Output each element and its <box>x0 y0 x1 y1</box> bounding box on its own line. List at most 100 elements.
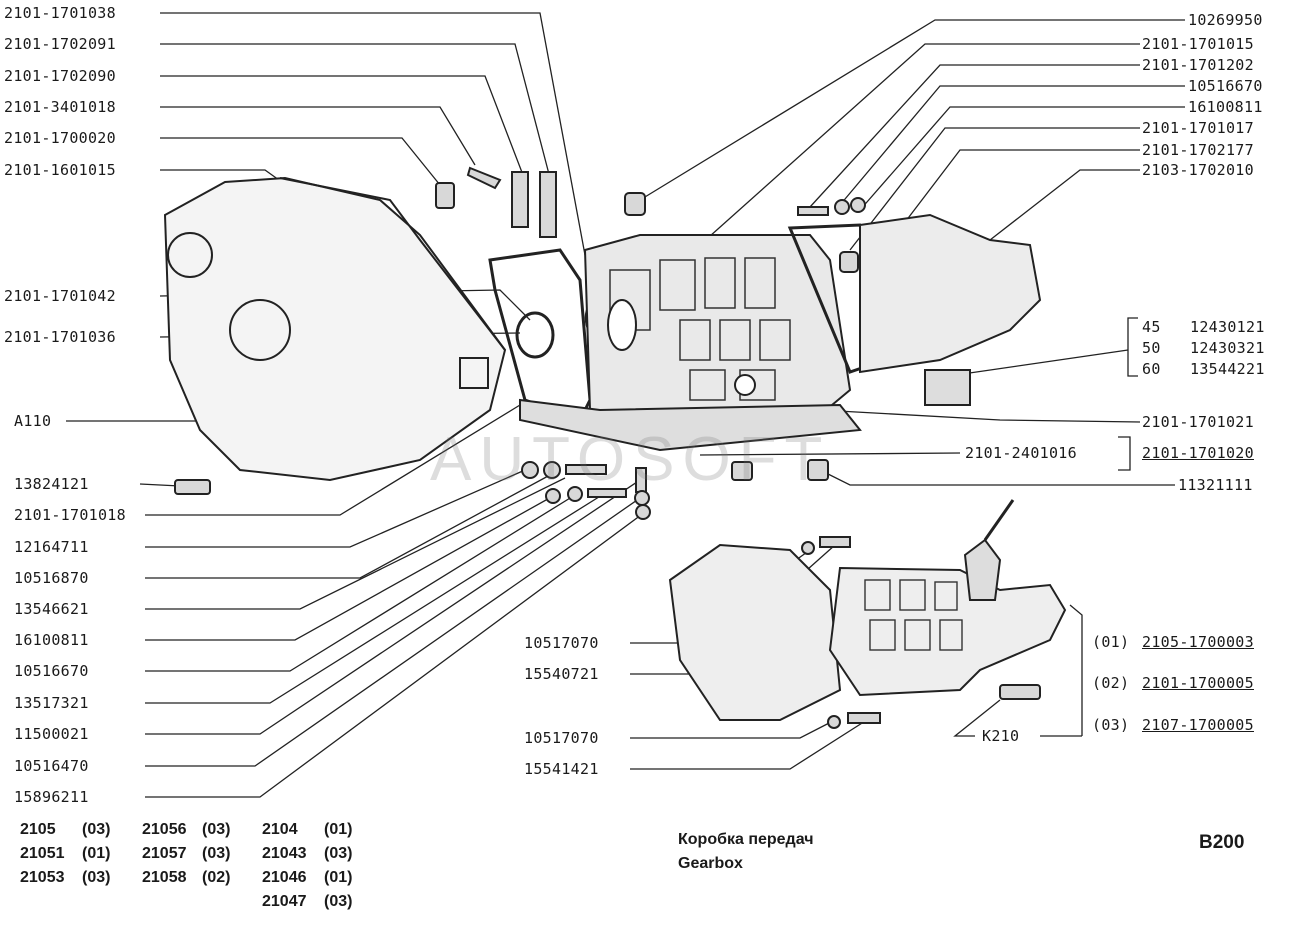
ratio-label: 45 <box>1142 318 1161 336</box>
label-left: 15896211 <box>14 788 89 806</box>
title-ru: Коробка передач <box>678 831 814 848</box>
variant-part: 2107-1700005 <box>1142 716 1254 734</box>
stud-icon <box>797 206 829 216</box>
label-left: 2101-1701036 <box>4 328 116 346</box>
model-code: 21057 <box>142 845 187 862</box>
variant-ref: (02) <box>202 869 231 886</box>
label-left: 13517321 <box>14 694 89 712</box>
leader-line <box>809 64 1140 208</box>
bottom-cover <box>519 398 862 452</box>
label-left: 13824121 <box>14 475 89 493</box>
washer-icon <box>543 461 561 479</box>
variant-ref: (03) <box>202 821 231 838</box>
model-code: 21051 <box>20 845 65 862</box>
label-right: 2101-1701015 <box>1142 35 1254 53</box>
leader-line <box>145 474 551 579</box>
label-left: A110 <box>14 412 52 430</box>
label-small-view: 15541421 <box>524 760 599 778</box>
label-left: 10516870 <box>14 569 89 587</box>
diagram-title: Коробка передач Gearbox <box>678 828 814 876</box>
variant-ref: (01) <box>324 869 353 886</box>
sheet-code: B200 <box>1199 832 1245 853</box>
seal-ring <box>515 311 555 359</box>
bracket <box>1118 436 1131 471</box>
leader-line <box>145 477 566 610</box>
bracket <box>1127 317 1138 377</box>
ratio-part: 12430321 <box>1190 339 1265 357</box>
nut-icon <box>545 488 561 504</box>
bracket-plate-icon <box>511 171 529 228</box>
model-code: 2105 <box>20 821 56 838</box>
label-left: 2101-1601015 <box>4 161 116 179</box>
leader-line <box>160 106 476 166</box>
variant-code: (02) <box>1092 674 1130 692</box>
gasket-front <box>488 248 592 422</box>
label-left: 13546621 <box>14 600 89 618</box>
variant-ref: (03) <box>82 869 111 886</box>
model-code: 21043 <box>262 845 307 862</box>
plug-icon <box>624 192 646 216</box>
applicability-col-2: 21056 (03) 21057 (03) 21058 (02) <box>142 818 230 890</box>
washer-icon <box>567 486 583 502</box>
label-left: 11500021 <box>14 725 89 743</box>
ratio-label: 60 <box>1142 360 1161 378</box>
switch-icon <box>999 684 1041 700</box>
nut-icon <box>521 461 539 479</box>
watermark: AUTOSOFT <box>430 425 831 494</box>
leader-line <box>160 75 524 176</box>
label-right: 2101-1701021 <box>1142 413 1254 431</box>
label-right: 16100811 <box>1188 98 1263 116</box>
model-code: 21058 <box>142 869 187 886</box>
leader-line <box>819 409 1141 423</box>
leader-line <box>145 479 641 735</box>
label-right: 2101-1701202 <box>1142 56 1254 74</box>
variant-part: 2101-1700005 <box>1142 674 1254 692</box>
leader-line <box>145 497 641 767</box>
label-left: 12164711 <box>14 538 89 556</box>
label-right: 2101-1701020 <box>1142 444 1254 462</box>
label-left: 2101-1702091 <box>4 35 116 53</box>
label-left: 16100811 <box>14 631 89 649</box>
label-small-view: 10517070 <box>524 634 599 652</box>
label-small-view: 15540721 <box>524 665 599 683</box>
label-right: 2101-2401016 <box>965 444 1077 462</box>
assembled-gearbox-view <box>668 499 1067 729</box>
drain-plug-icon <box>807 459 829 481</box>
leader-line <box>160 12 586 256</box>
leader-line <box>989 169 1140 241</box>
label-k: K210 <box>982 727 1020 745</box>
leader-line <box>145 489 611 704</box>
variant-ref: (03) <box>202 845 231 862</box>
applicability-col-3: 2104(01) 21043(03) 21046(01) 21047(03) <box>262 818 352 914</box>
variant-ref: (01) <box>324 821 353 838</box>
ratio-part: 13544221 <box>1190 360 1265 378</box>
ratio-label: 50 <box>1142 339 1161 357</box>
applicability-col-1: 2105(03) 21051(01) 21053(03) <box>20 818 110 890</box>
label-right: 2103-1702010 <box>1142 161 1254 179</box>
model-code: 21046 <box>262 869 307 886</box>
leader-line <box>639 19 1185 201</box>
variant-part: 2105-1700003 <box>1142 633 1254 651</box>
label-left: 2101-1702090 <box>4 67 116 85</box>
screw-icon <box>174 479 211 495</box>
leader-line <box>699 452 961 456</box>
variant-ref: (03) <box>324 893 353 910</box>
stud-icon <box>565 464 607 475</box>
label-left: 2101-1701038 <box>4 4 116 22</box>
leader-line <box>849 127 1140 251</box>
bracket <box>1069 604 1083 736</box>
variant-code: (01) <box>1092 633 1130 651</box>
leader-line <box>145 404 521 516</box>
leader-line <box>145 469 526 548</box>
label-left: 2101-3401018 <box>4 98 116 116</box>
model-code: 21056 <box>142 821 187 838</box>
variant-ref: (03) <box>324 845 353 862</box>
label-small-view: 10517070 <box>524 729 599 747</box>
stud-icon <box>587 488 627 498</box>
model-code: 21053 <box>20 869 65 886</box>
plug-icon <box>839 251 859 273</box>
leader-line <box>160 43 551 179</box>
variant-ref: (03) <box>82 821 111 838</box>
label-right: 10516670 <box>1188 77 1263 95</box>
